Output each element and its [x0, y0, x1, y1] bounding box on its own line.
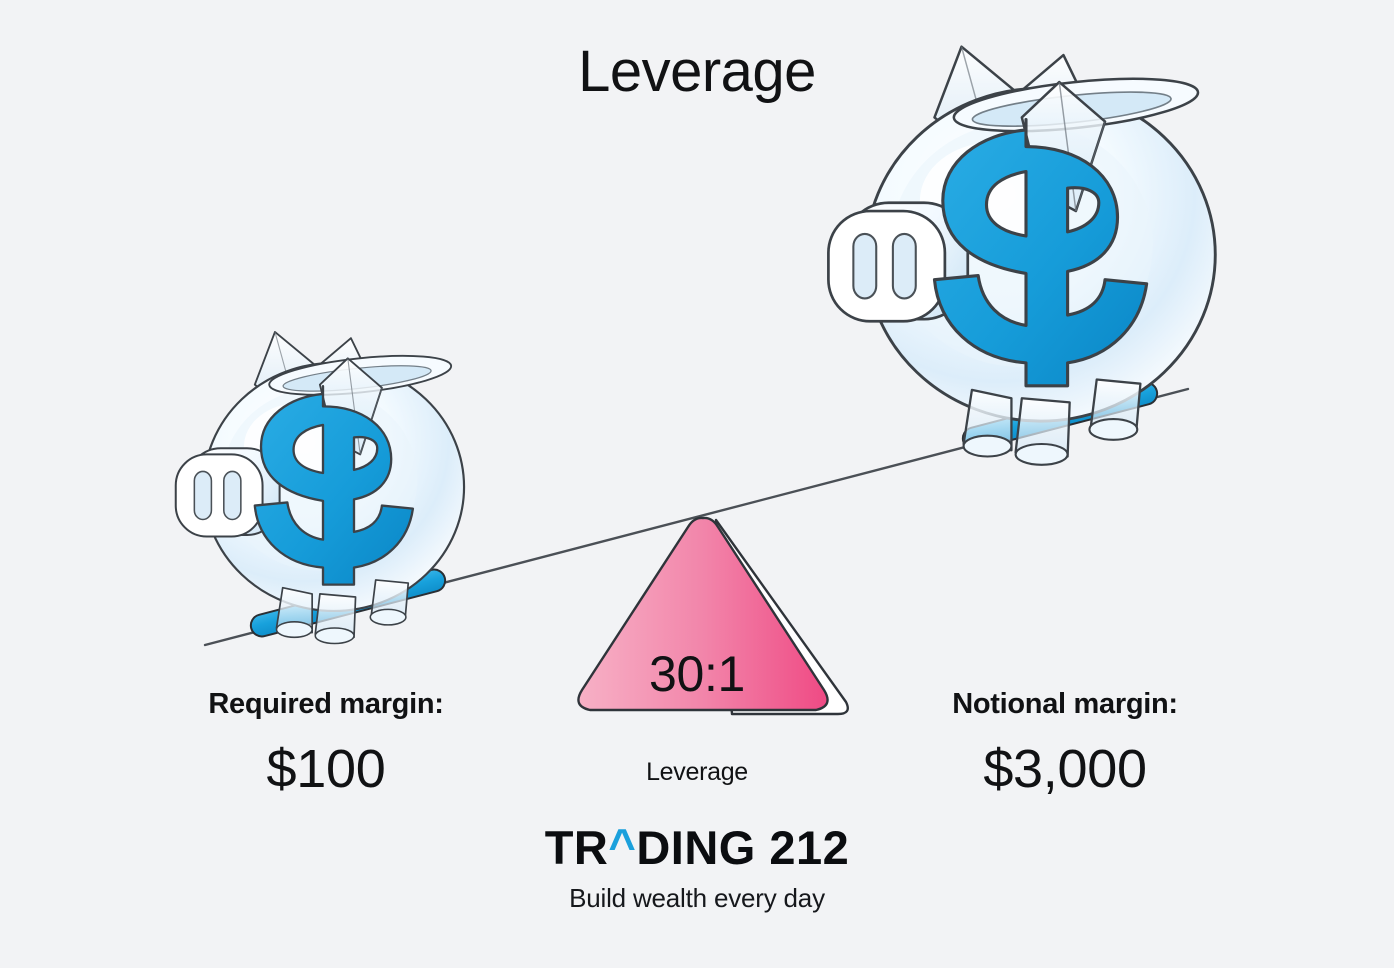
logo-word-end: DING 212 [636, 821, 850, 874]
page-title: Leverage [578, 39, 816, 104]
required-margin-value: $100 [266, 739, 386, 799]
logo-chevron-icon: ^ [608, 819, 637, 872]
piggy-bank-right [826, 45, 1217, 467]
leverage-caption: Leverage [646, 758, 748, 786]
piggy-bank-left [174, 330, 466, 645]
notional-margin-label: Notional margin: [952, 688, 1178, 720]
notional-margin-value: $3,000 [983, 739, 1147, 799]
required-margin-label: Required margin: [208, 688, 444, 720]
logo-tagline: Build wealth every day [569, 883, 825, 913]
logo-wordmark: TR^DING 212 [544, 819, 850, 874]
trading212-logo: TR^DING 212 Build wealth every day [0, 819, 1394, 914]
logo-word-start: TR [544, 821, 609, 874]
fulcrum-triangle [577, 516, 849, 716]
leverage-ratio: 30:1 [648, 646, 746, 702]
